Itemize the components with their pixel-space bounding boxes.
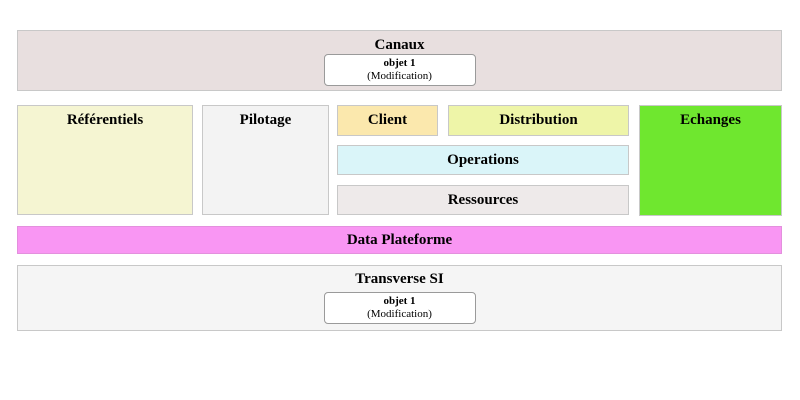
zone-ressources[interactable]: Ressources <box>337 185 629 215</box>
canaux-object-name: objet 1 <box>383 57 416 69</box>
zone-client-title: Client <box>367 112 408 128</box>
zone-data-plateforme[interactable]: Data Plateforme <box>17 226 782 254</box>
zone-client[interactable]: Client <box>337 105 438 136</box>
zone-echanges[interactable]: Echanges <box>639 105 782 216</box>
zone-operations-title: Operations <box>447 151 519 168</box>
canaux-object-detail: (Modification) <box>367 70 432 82</box>
zone-operations[interactable]: Operations <box>337 145 629 175</box>
zone-referentiels[interactable]: Référentiels <box>17 105 193 215</box>
zone-pilotage[interactable]: Pilotage <box>202 105 329 215</box>
zone-referentiels-title: Référentiels <box>66 112 144 128</box>
zone-data-plateforme-title: Data Plateforme <box>346 231 453 248</box>
zone-transverse-si[interactable]: Transverse SI objet 1 (Modification) <box>17 265 782 331</box>
canaux-object-card[interactable]: objet 1 (Modification) <box>323 54 476 86</box>
zone-distribution-title: Distribution <box>499 112 578 128</box>
zone-transverse-si-title: Transverse SI <box>355 271 444 287</box>
zone-canaux[interactable]: Canaux objet 1 (Modification) <box>17 30 782 91</box>
zone-echanges-title: Echanges <box>680 112 741 128</box>
zone-distribution[interactable]: Distribution <box>448 105 629 136</box>
transverse-object-detail: (Modification) <box>367 308 432 320</box>
transverse-object-card[interactable]: objet 1 (Modification) <box>323 292 476 324</box>
zone-pilotage-title: Pilotage <box>239 112 292 128</box>
zone-ressources-title: Ressources <box>447 191 519 208</box>
zone-canaux-title: Canaux <box>374 37 425 53</box>
transverse-object-name: objet 1 <box>383 295 416 307</box>
